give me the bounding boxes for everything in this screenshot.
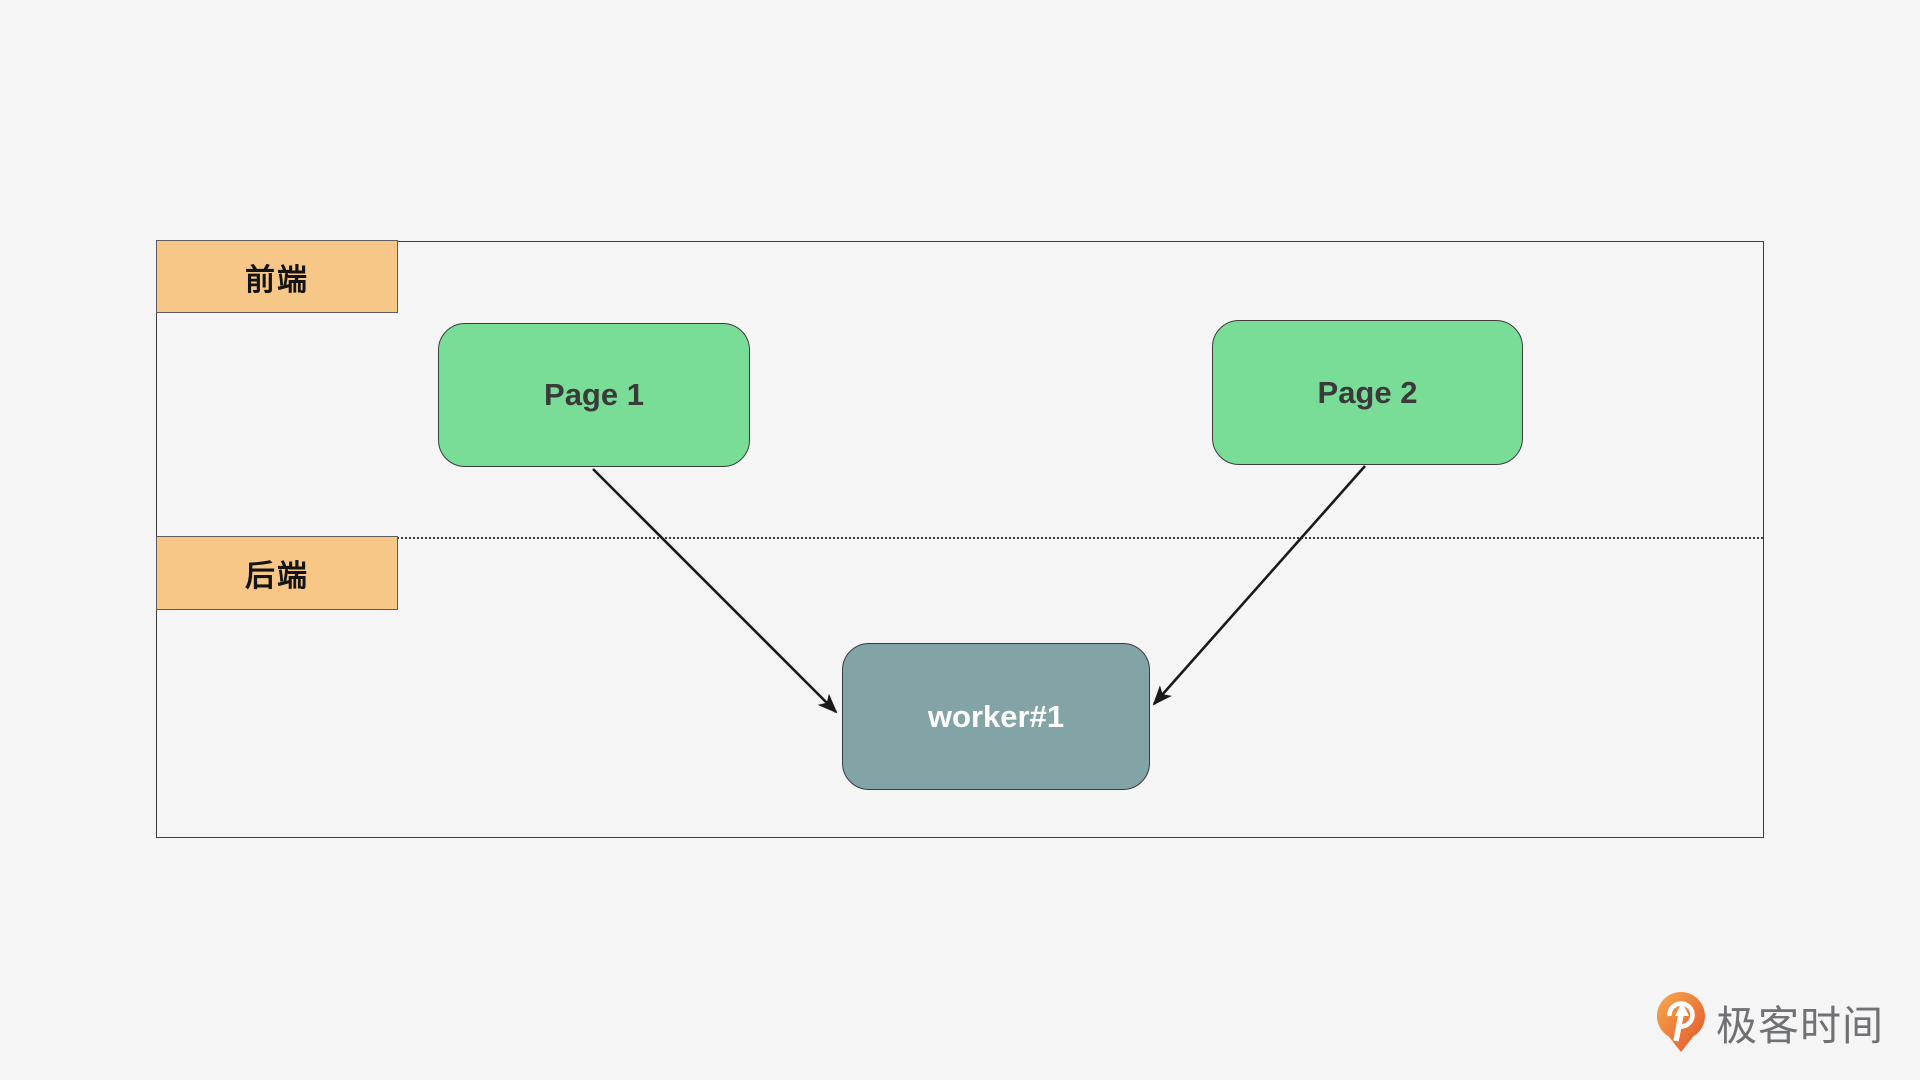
node-page-1: Page 1 — [438, 323, 750, 467]
geektime-logo-text: 极客时间 — [1716, 1003, 1884, 1049]
lane-label-backend: 后端 — [156, 536, 398, 610]
node-page-2: Page 2 — [1212, 320, 1523, 465]
geektime-logo: 极客时间 — [1656, 989, 1884, 1055]
lane-divider-dotted-line — [157, 537, 1763, 539]
geektime-logo-icon — [1657, 992, 1705, 1052]
node-worker-1: worker#1 — [842, 643, 1150, 790]
lane-label-frontend: 前端 — [156, 240, 398, 313]
